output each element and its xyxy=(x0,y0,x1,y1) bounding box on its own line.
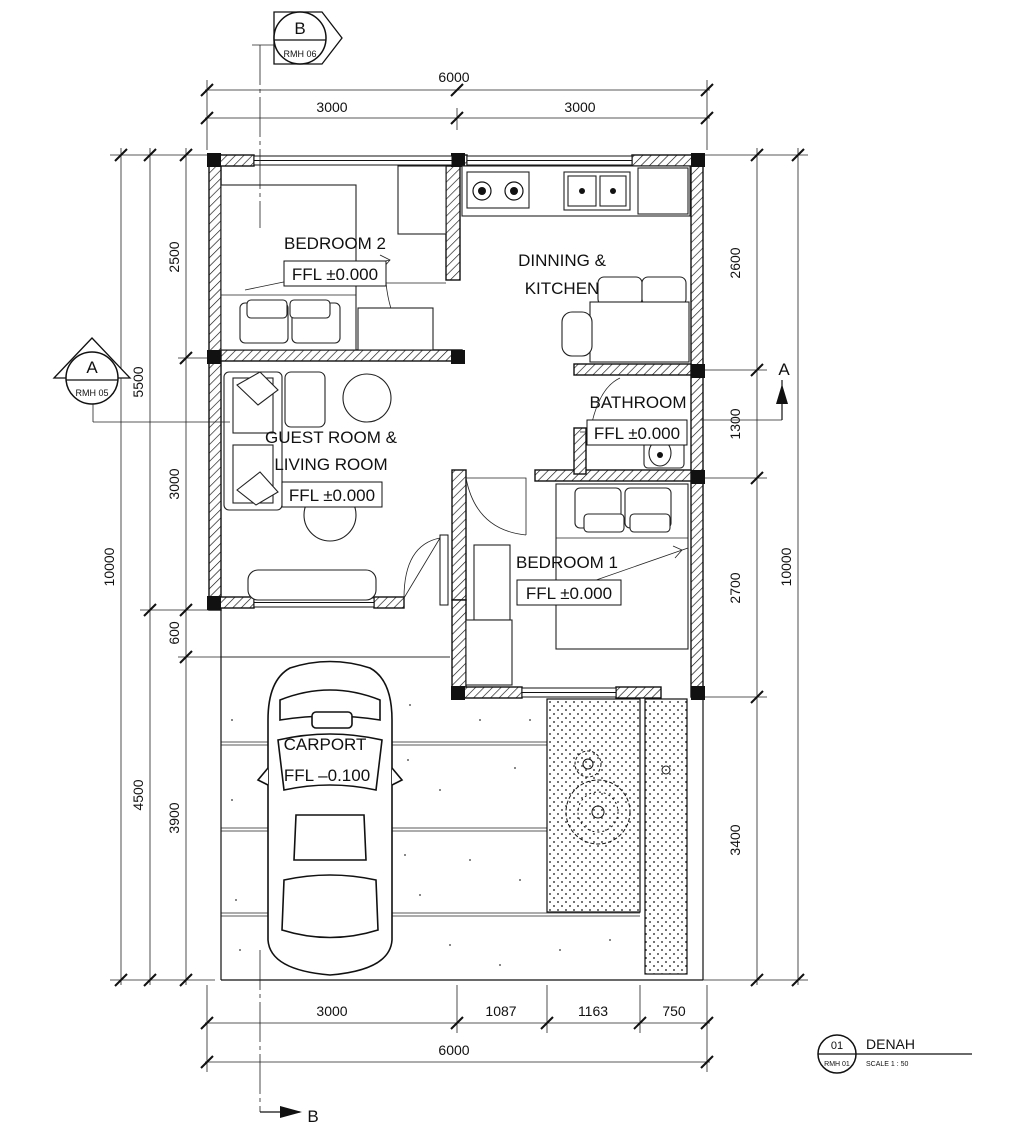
dim-bottom-total: 6000 xyxy=(438,1042,469,1058)
ffl-bedroom2: FFL ±0.000 xyxy=(292,265,378,284)
dim-right-d: 3400 xyxy=(727,824,743,855)
carport-floor-speckles xyxy=(231,704,611,966)
ffl-box-bedroom2 xyxy=(283,260,387,287)
dim-left-overall: 10000 xyxy=(101,547,117,586)
dim-left-upper: 5500 xyxy=(130,366,146,397)
room-name-living-1: GUEST ROOM & xyxy=(265,428,398,447)
cabinet-bedroom2 xyxy=(397,165,447,235)
dim-left-c: 600 xyxy=(166,621,182,645)
corridor-cabinet xyxy=(473,544,511,621)
title-sheet: RMH 01 xyxy=(824,1061,850,1068)
ffl-carport: FFL –0.100 xyxy=(284,766,370,785)
dim-left-d: 3900 xyxy=(166,802,182,833)
section-marker-b-bottom xyxy=(259,950,302,1118)
ffl-bedroom1: FFL ±0.000 xyxy=(526,584,612,603)
title-number: 01 xyxy=(831,1040,843,1052)
ffl-living: FFL ±0.000 xyxy=(289,486,375,505)
room-name-dining-2: KITCHEN xyxy=(525,279,600,298)
dimension-lines xyxy=(110,80,808,1072)
room-name-bathroom: BATHROOM xyxy=(590,393,687,412)
shrub-icon xyxy=(565,750,671,845)
ffl-bathroom: FFL ±0.000 xyxy=(594,424,680,443)
title-scale: SCALE 1 : 50 xyxy=(866,1061,909,1068)
section-marker-a-right xyxy=(700,380,788,421)
dim-top-left: 3000 xyxy=(316,99,347,115)
section-b-top-sheet: RMH 06 xyxy=(283,49,316,59)
windows xyxy=(253,155,633,698)
dim-top-right: 3000 xyxy=(564,99,595,115)
section-b-top-letter: B xyxy=(294,19,305,38)
kitchen-counter xyxy=(461,165,691,217)
wardrobe-bedroom2 xyxy=(357,307,434,351)
title-block xyxy=(817,1034,972,1074)
room-name-bedroom2: BEDROOM 2 xyxy=(284,234,386,253)
dimension-ticks xyxy=(114,83,805,1069)
dim-bottom-2: 1087 xyxy=(485,1003,516,1019)
section-a-left-sheet: RMH 05 xyxy=(75,388,108,398)
section-b-bottom-letter: B xyxy=(307,1107,318,1126)
room-name-carport: CARPORT xyxy=(284,735,367,754)
dim-bottom-3: 1163 xyxy=(578,1003,608,1019)
bed-bedroom1 xyxy=(555,483,689,650)
room-name-dining-1: DINNING & xyxy=(518,251,607,270)
section-a-left-letter: A xyxy=(86,358,98,377)
room-name-living-2: LIVING ROOM xyxy=(274,455,387,474)
dim-bottom-1: 3000 xyxy=(316,1003,347,1019)
dim-right-b: 1300 xyxy=(727,408,743,439)
dim-left-a: 2500 xyxy=(166,241,182,272)
car-icon xyxy=(256,660,404,976)
dim-right-overall: 10000 xyxy=(778,547,794,586)
garden-planter xyxy=(546,698,641,913)
tv-console xyxy=(247,569,377,601)
title-text: DENAH xyxy=(866,1036,915,1052)
section-marker-a-left xyxy=(52,337,230,423)
dim-right-c: 2700 xyxy=(727,572,743,603)
garden-strip xyxy=(644,698,688,975)
dim-left-lower: 4500 xyxy=(130,779,146,810)
ffl-box-bathroom xyxy=(586,419,688,446)
dim-bottom-4: 750 xyxy=(662,1003,686,1019)
dining-table xyxy=(561,276,690,363)
dim-top-total: 6000 xyxy=(438,69,469,85)
ffl-box-living xyxy=(281,481,383,508)
section-marker-b-top xyxy=(252,11,343,228)
ffl-box-bedroom1 xyxy=(516,579,622,606)
dim-right-a: 2600 xyxy=(727,247,743,278)
room-name-bedroom1: BEDROOM 1 xyxy=(516,553,618,572)
section-a-right-letter: A xyxy=(778,360,790,379)
dim-left-b: 3000 xyxy=(166,468,182,499)
columns xyxy=(207,153,705,700)
